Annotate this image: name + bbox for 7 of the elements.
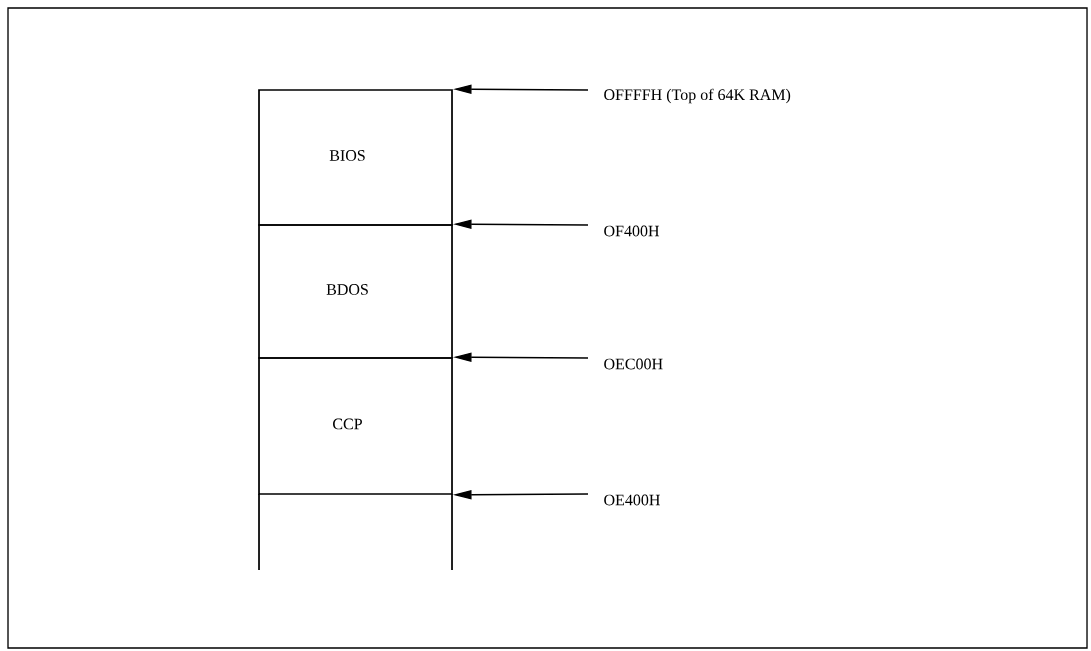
address-label: OEC00H bbox=[604, 358, 663, 370]
address-label: OFFFFH (Top of 64K RAM) bbox=[604, 88, 791, 104]
memory-band: CCP bbox=[258, 357, 453, 495]
address-label: OE400H bbox=[604, 494, 660, 506]
address-label: OF400H bbox=[604, 225, 660, 237]
memory-band: BDOS bbox=[258, 224, 453, 359]
memory-band: BIOS bbox=[258, 89, 453, 226]
